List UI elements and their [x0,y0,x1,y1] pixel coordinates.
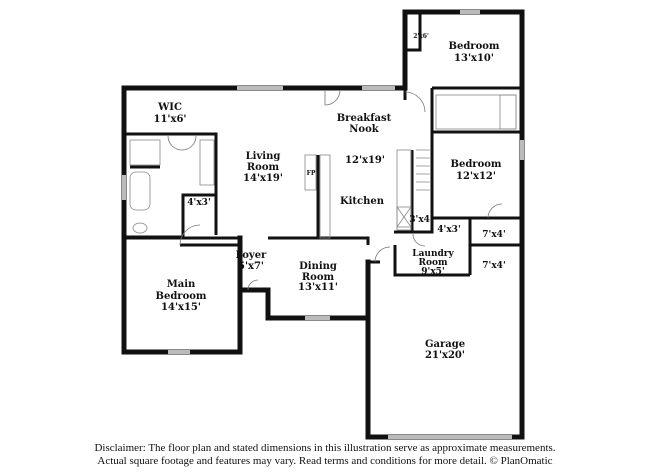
closet-top-dims: 2'x6' [413,33,429,40]
laundry-name-1: Laundry [412,249,454,259]
fireplace-label: FP [307,170,316,177]
living-room-name-2: Room [247,162,280,173]
foyer-name: Foyer [236,250,267,261]
bedroom-right-dims: 12'x12' [456,171,496,182]
closet-3x4-dims: 3'x4' [409,215,432,225]
dining-room-dims: 13'x11' [298,282,338,293]
doors [167,89,503,291]
bedroom-right-name: Bedroom [451,159,502,170]
wic-dims: 11'x6' [154,114,187,125]
closet-4x3-left-dims: 4'x3' [187,198,210,208]
laundry-dims: 9'x5' [421,267,444,277]
kitchen-name: Kitchen [340,196,385,207]
living-room-dims: 14'x19' [243,173,283,184]
closet-4x3-right-dims: 4'x3' [437,225,460,235]
closet-7x4-upper-dims: 7'x4' [482,230,505,240]
garage-name: Garage [425,339,465,350]
main-bedroom-dims: 14'x15' [161,302,201,313]
windows [122,10,524,439]
bedroom-top-dims: 13'x10' [454,53,494,64]
breakfast-nook-dims: 12'x19' [345,155,385,166]
main-bedroom-name-2: Bedroom [156,291,207,302]
disclaimer-line-2: Actual square footage and features may v… [97,455,553,467]
room-labels: Bedroom 13'x10' 2'x6' Breakfast Nook 12'… [154,33,506,361]
walls [121,9,525,440]
dining-room-name-1: Dining [299,261,337,272]
breakfast-nook-name-1: Breakfast [337,113,392,124]
breakfast-nook-name-2: Nook [349,124,379,135]
disclaimer-line-1: Disclaimer: The floor plan and stated di… [94,442,556,454]
main-bedroom-name-1: Main [167,279,196,290]
dining-room-name-2: Room [302,272,335,283]
laundry-name-2: Room [418,258,447,268]
bedroom-top-name: Bedroom [449,41,500,52]
garage-dims: 21'x20' [425,350,465,361]
fixtures [129,94,517,239]
closet-7x4-lower-dims: 7'x4' [482,261,505,271]
wic-name: WIC [157,102,182,113]
living-room-name-1: Living [246,151,281,162]
foyer-dims: 5'x7' [238,261,264,272]
